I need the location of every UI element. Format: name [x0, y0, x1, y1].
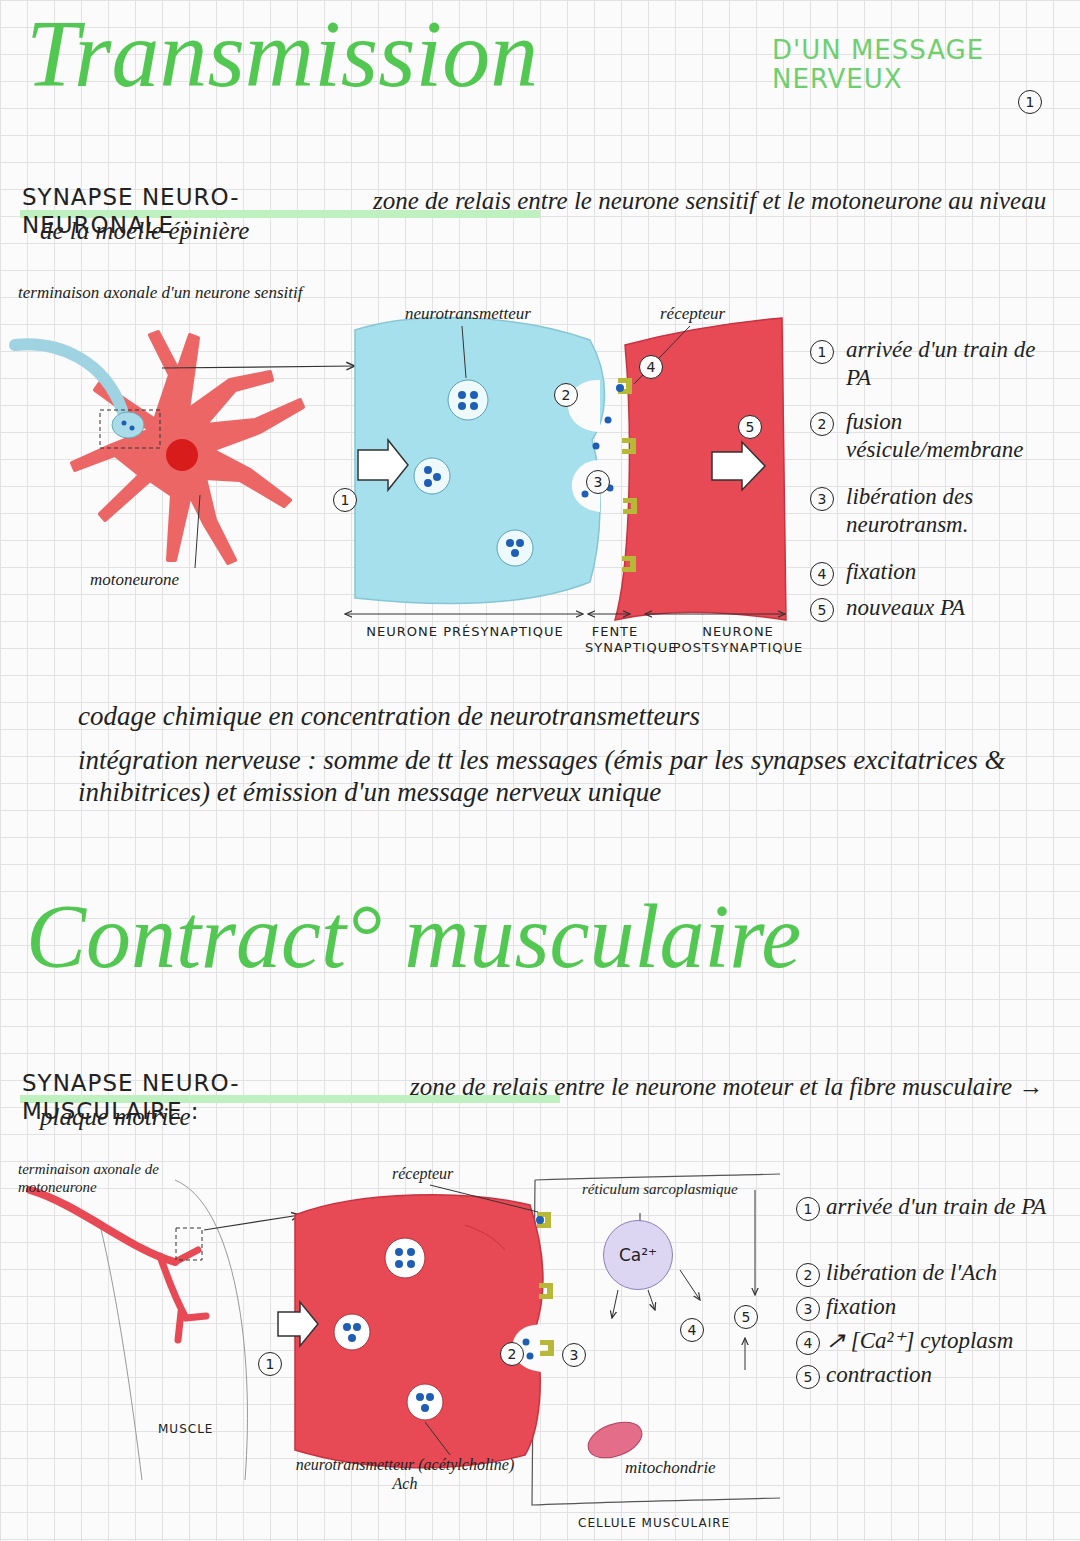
callout-number: 2: [796, 1263, 820, 1287]
callout-number: 2: [500, 1342, 524, 1366]
page-number: 1: [1018, 90, 1042, 114]
definition-text: zone de relais entre le neurone sensitif…: [40, 186, 1076, 246]
step-text: nouveaux PA: [846, 594, 1046, 622]
calcium-store: Ca²⁺: [603, 1220, 673, 1290]
page-title: Transmission: [26, 6, 538, 102]
callout-number: 4: [796, 1331, 820, 1355]
part-label: neurotransmetteur: [405, 304, 565, 324]
subtitle: D'UN MESSAGE NERVEUX: [772, 36, 1052, 93]
callout-number: 2: [810, 412, 834, 436]
part-label: motoneurone: [90, 570, 230, 590]
step-text: fixation: [846, 558, 1046, 586]
callout-number: 1: [796, 1197, 820, 1221]
part-label: récepteur: [660, 304, 770, 324]
neuro-neuronal-synapse: [195, 318, 786, 620]
region-label: NEURONE PRÉSYNAPTIQUE: [345, 624, 585, 640]
bullet-text: intégration nerveuse : somme de tt les m…: [78, 744, 1058, 809]
node-text: Ca²⁺: [619, 1245, 657, 1265]
section-title: Contract° musculaire: [26, 892, 1066, 982]
region-label: CELLULE MUSCULAIRE: [578, 1516, 778, 1530]
definition-text: zone de relais entre le neurone moteur e…: [40, 1072, 1076, 1132]
part-label: mitochondrie: [625, 1458, 775, 1478]
callout-number: 5: [796, 1365, 820, 1389]
callout-number: 3: [796, 1297, 820, 1321]
callout-number: 3: [810, 487, 834, 511]
callout-number: 1: [810, 340, 834, 364]
callout-number: 3: [586, 470, 610, 494]
step-text: fixation: [826, 1293, 1076, 1321]
step-text: libération des neurotransm.: [846, 483, 1066, 538]
step-text: libération de l'Ach: [826, 1259, 1076, 1287]
callout-number: 5: [810, 598, 834, 622]
step-text: ↗ [Ca²⁺] cytoplasm: [826, 1327, 1076, 1355]
callout-number: 3: [562, 1343, 586, 1367]
bullet-text: codage chimique en concentration de neur…: [78, 700, 1058, 732]
neuro-muscular-synapse: [278, 1174, 780, 1505]
part-label: réticulum sarcoplasmique: [582, 1180, 782, 1198]
callout-number: 1: [333, 488, 357, 512]
part-label: terminaison axonale d'un neurone sensiti…: [18, 283, 318, 303]
region-label: NEURONE POSTSYNAPTIQUE: [648, 624, 828, 655]
step-text: arrivée d'un train de PA: [846, 336, 1061, 391]
part-label: neurotransmetteur (acétylcholine) Ach: [290, 1455, 520, 1493]
step-text: fusion vésicule/membrane: [846, 408, 1066, 463]
callout-number: 2: [554, 383, 578, 407]
part-label: terminaison axonale de motoneurone: [18, 1160, 218, 1196]
motoneuron-figure: [15, 332, 355, 563]
callout-number: 1: [258, 1352, 282, 1376]
motor-neuron-figure: [30, 1180, 300, 1480]
callout-number: 4: [680, 1318, 704, 1342]
callout-number: 5: [734, 1305, 758, 1329]
region-label: FENTE SYNAPTIQUE: [585, 624, 645, 655]
part-label: récepteur: [392, 1164, 502, 1183]
step-text: arrivée d'un train de PA: [826, 1193, 1071, 1221]
callout-number: 4: [810, 562, 834, 586]
callout-number: 5: [738, 415, 762, 439]
part-label: MUSCLE: [158, 1422, 228, 1436]
step-text: contraction: [826, 1361, 1076, 1389]
callout-number: 4: [639, 355, 663, 379]
